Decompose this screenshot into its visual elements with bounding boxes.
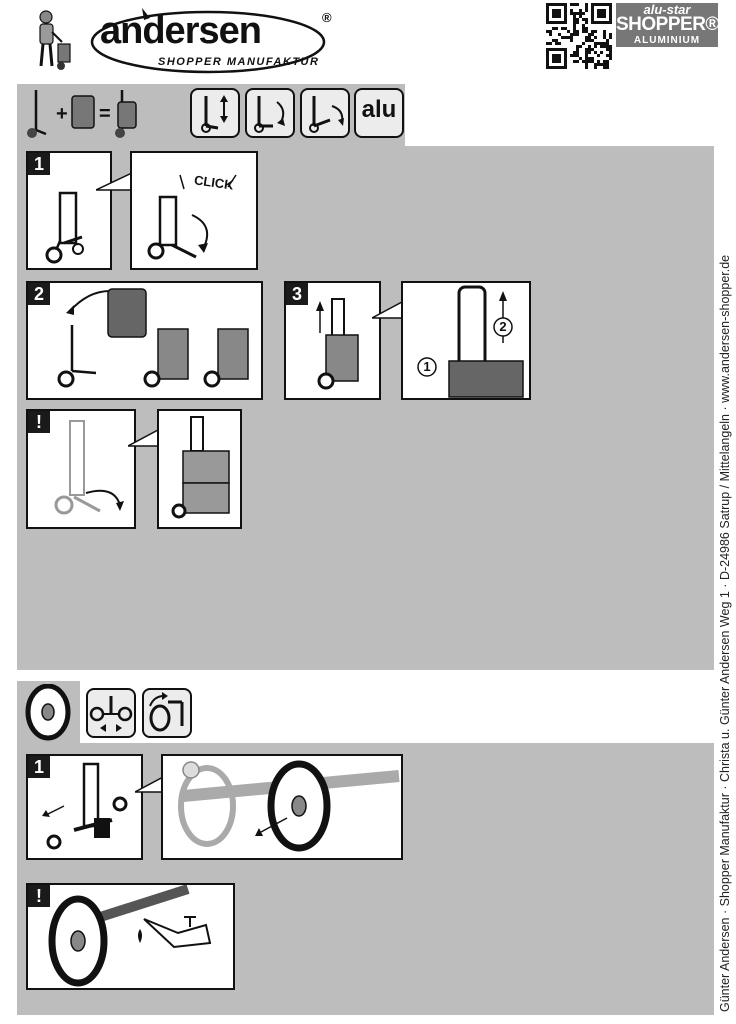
folding-frame-icon	[245, 88, 295, 138]
step1-trolley-view: 1	[26, 151, 112, 270]
header: andersen ® SHOPPER MANUFAKTUR alu-star S…	[0, 0, 736, 80]
svg-text:=: =	[99, 103, 111, 125]
step-number: 1	[28, 756, 50, 778]
warning-mark: !	[28, 411, 50, 433]
warning-crate-load	[157, 409, 242, 529]
callout-connector	[128, 428, 160, 450]
alu-label: alu	[361, 96, 397, 123]
svg-text:+: +	[56, 103, 68, 125]
footer-address: Günter Andersen · Shopper Manufaktur · C…	[718, 254, 732, 1012]
qr-code	[546, 3, 612, 69]
trolley-plus-bag-icon: + =	[22, 86, 140, 142]
wheel-warning-oil: !	[26, 883, 235, 990]
brand-tagline: SHOPPER MANUFAKTUR	[158, 56, 320, 68]
wheel-remove-icon	[86, 688, 136, 738]
brand-name: andersen	[100, 10, 262, 52]
registered-mark: ®	[322, 10, 332, 25]
wheel-rotate-icon	[142, 688, 192, 738]
circled-step-2: 2	[499, 319, 507, 334]
badge-line1: alu-star	[643, 2, 691, 17]
wheel-step1-detail	[161, 754, 403, 860]
person-with-trolley-icon	[30, 8, 74, 74]
step-number: 3	[286, 283, 308, 305]
badge-line2: SHOPPER®	[616, 14, 719, 35]
wheel-icon	[24, 684, 72, 742]
step-number: 1	[28, 153, 50, 175]
step3-handle-detail: 1 2	[401, 281, 531, 400]
brand-logo: andersen ® SHOPPER MANUFAKTUR	[90, 6, 340, 74]
badge-line3: ALUMINIUM	[633, 35, 701, 46]
alu-material-icon: alu	[354, 88, 404, 138]
step2-attach-bag: 2	[26, 281, 263, 400]
warning-mark: !	[28, 885, 50, 907]
callout-connector	[372, 300, 404, 322]
telescope-handle-icon	[190, 88, 240, 138]
step-number: 2	[28, 283, 50, 305]
alu-star-badge: alu-star SHOPPER® ALUMINIUM	[616, 2, 719, 47]
circled-step-1: 1	[423, 359, 431, 374]
wheel-step1-overview: 1	[26, 754, 143, 860]
step1-click-detail: CLICK	[130, 151, 258, 270]
step3-extend-handle: 3	[284, 281, 381, 400]
warning-folded-trolley: !	[26, 409, 136, 529]
section1-panel	[17, 146, 714, 670]
folding-plate-icon	[300, 88, 350, 138]
